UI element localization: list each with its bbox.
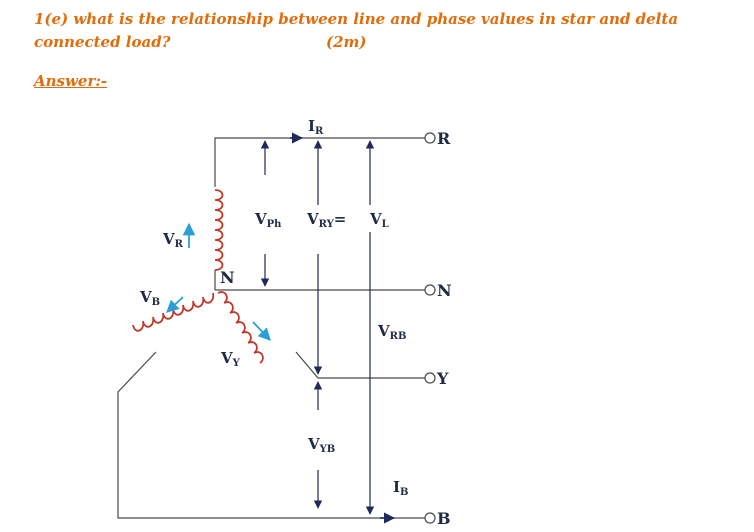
- r-phase-coil: [214, 189, 224, 271]
- label-ib: IB: [393, 478, 408, 498]
- vb-blue-arrow: [166, 296, 184, 313]
- terminal-r-circle: [424, 132, 436, 144]
- label-terminal-r: R: [437, 129, 451, 148]
- b-phase-wire: [117, 351, 425, 519]
- question-line-1: 1(e) what is the relationship between li…: [34, 10, 679, 28]
- question-marks: (2m): [326, 33, 367, 51]
- label-vr: VR: [162, 230, 184, 250]
- label-ir: IR: [308, 117, 324, 137]
- label-vyb: VYB: [307, 435, 335, 455]
- label-vb: VB: [139, 288, 160, 308]
- terminal-y-circle: [424, 372, 436, 384]
- label-star-point: N: [220, 268, 235, 287]
- label-terminal-n: N: [437, 281, 452, 300]
- label-terminal-y: Y: [436, 369, 449, 388]
- answer-heading: Answer:-: [34, 72, 108, 90]
- terminals: [424, 132, 436, 524]
- voltage-arrows: [260, 140, 375, 515]
- y-phase-coil: [217, 291, 264, 364]
- y-phase-wire: [295, 351, 425, 379]
- label-vy: VY: [220, 349, 241, 369]
- phase-voltage-arrows: [166, 222, 271, 341]
- terminal-n-circle: [424, 284, 436, 296]
- label-terminal-b: B: [437, 509, 451, 528]
- label-vry: VRY=: [306, 210, 346, 230]
- vy-blue-arrow: [252, 321, 271, 341]
- question-line-2: connected load?: [34, 33, 171, 51]
- current-arrows: [290, 132, 396, 524]
- terminal-b-circle: [424, 512, 436, 524]
- label-vrb: VRB: [377, 322, 406, 342]
- label-vl: VL: [369, 210, 389, 230]
- r-phase-wire: [214, 137, 425, 187]
- label-vph: VPh: [254, 210, 282, 230]
- wiring: [117, 137, 425, 519]
